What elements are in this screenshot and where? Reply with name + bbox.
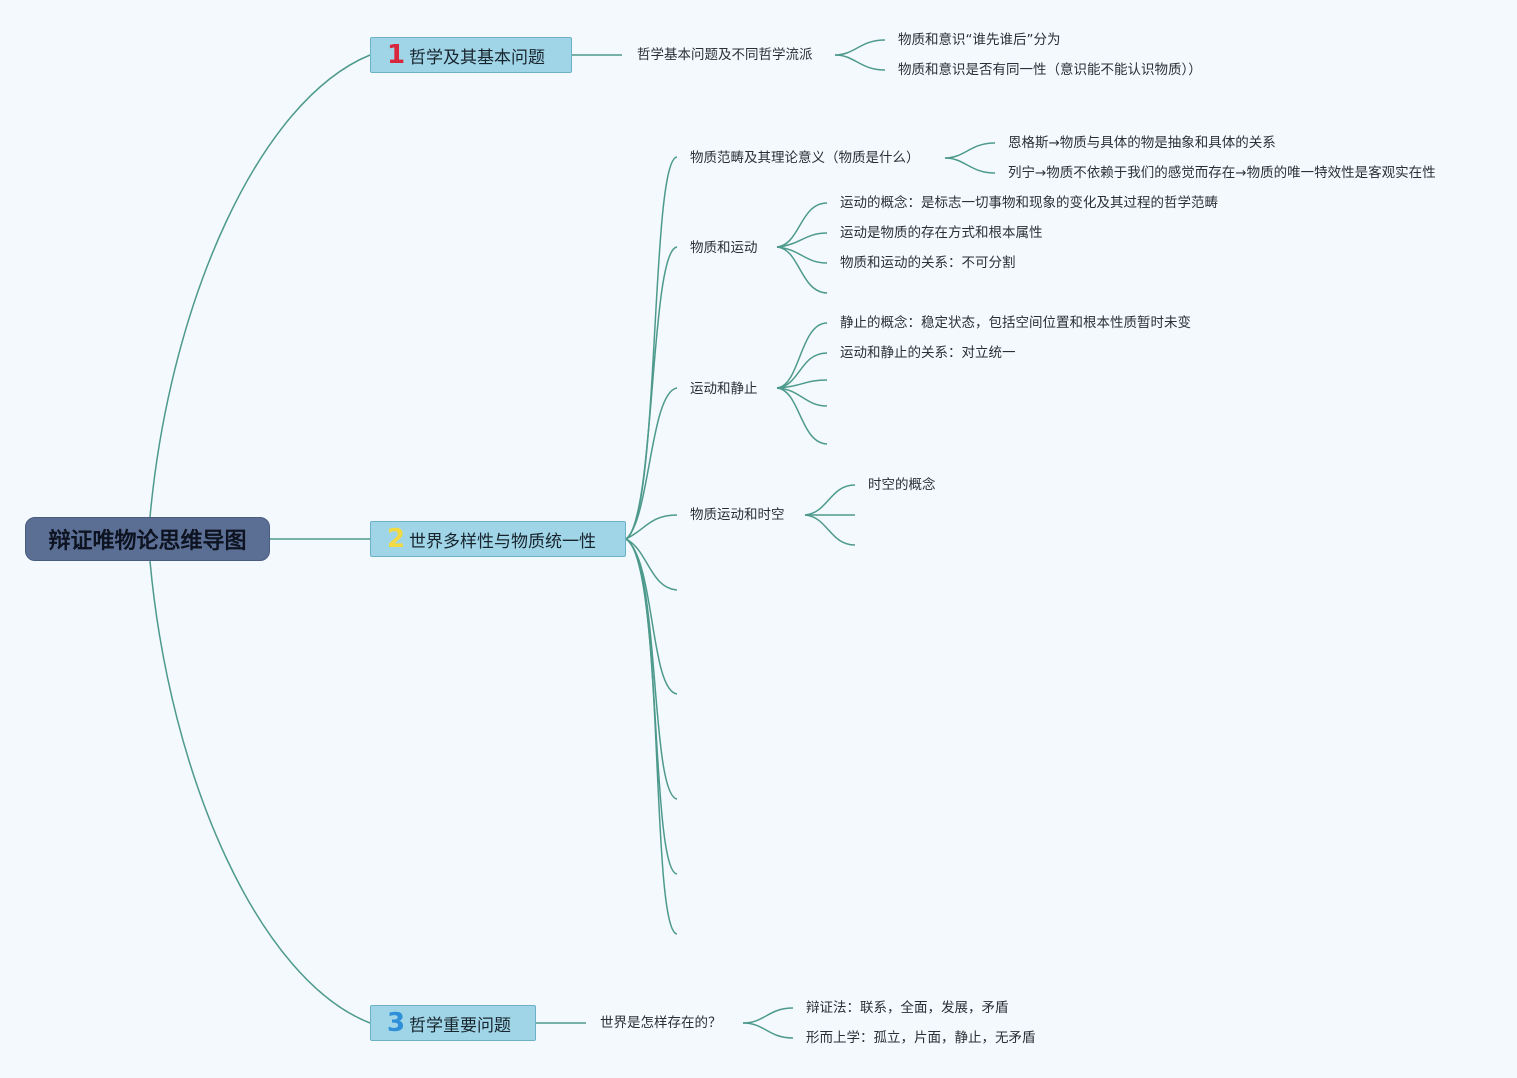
leaf-spacetime-concept[interactable]: 时空的概念 — [868, 477, 936, 493]
root-title: 辩证唯物论思维导图 — [48, 529, 247, 554]
leaf-dialectics[interactable]: 辩证法：联系，全面，发展，矛盾 — [806, 1000, 1009, 1016]
leaf-matter-consciousness-order[interactable]: 物质和意识“谁先谁后”分为 — [898, 32, 1061, 48]
main-topic-3[interactable]: 3 哲学重要问题 — [370, 1005, 536, 1041]
subtopic-basic-question[interactable]: 哲学基本问题及不同哲学流派 — [637, 47, 813, 63]
leaf-metaphysics[interactable]: 形而上学：孤立，片面，静止，无矛盾 — [806, 1030, 1036, 1046]
leaf-motion-concept[interactable]: 运动的概念：是标志一切事物和现象的变化及其过程的哲学范畴 — [840, 195, 1218, 211]
subtopic-how-world-exists[interactable]: 世界是怎样存在的？ — [600, 1015, 722, 1031]
main-topic-3-title: 哲学重要问题 — [409, 1015, 511, 1036]
subtopic-motion-spacetime[interactable]: 物质运动和时空 — [690, 507, 785, 523]
leaf-matter-consciousness-identity[interactable]: 物质和意识是否有同一性（意识能不能认识物质）） — [898, 62, 1202, 78]
main-topic-2[interactable]: 2 世界多样性与物质统一性 — [370, 521, 626, 557]
leaf-engels[interactable]: 恩格斯→物质与具体的物是抽象和具体的关系 — [1008, 135, 1276, 151]
root-topic[interactable]: 辩证唯物论思维导图 — [25, 517, 270, 561]
leaf-matter-motion-relation[interactable]: 物质和运动的关系：不可分割 — [840, 255, 1016, 271]
leaf-rest-concept[interactable]: 静止的概念：稳定状态，包括空间位置和根本性质暂时未变 — [840, 315, 1191, 331]
subtopic-motion-rest[interactable]: 运动和静止 — [690, 381, 758, 397]
topic-number-3: 3 — [387, 1008, 406, 1038]
leaf-motion-rest-relation[interactable]: 运动和静止的关系：对立统一 — [840, 345, 1016, 361]
topic-number-1: 1 — [387, 40, 406, 70]
leaf-motion-mode[interactable]: 运动是物质的存在方式和根本属性 — [840, 225, 1043, 241]
main-topic-2-title: 世界多样性与物质统一性 — [409, 531, 596, 552]
subtopic-matter-motion[interactable]: 物质和运动 — [690, 240, 758, 256]
main-topic-1[interactable]: 1 哲学及其基本问题 — [370, 37, 572, 73]
leaf-lenin[interactable]: 列宁→物质不依赖于我们的感觉而存在→物质的唯一特效性是客观实在性 — [1008, 165, 1436, 181]
main-topic-1-title: 哲学及其基本问题 — [409, 47, 545, 68]
subtopic-matter-category[interactable]: 物质范畴及其理论意义（物质是什么） — [690, 150, 920, 166]
topic-number-2: 2 — [387, 524, 406, 554]
